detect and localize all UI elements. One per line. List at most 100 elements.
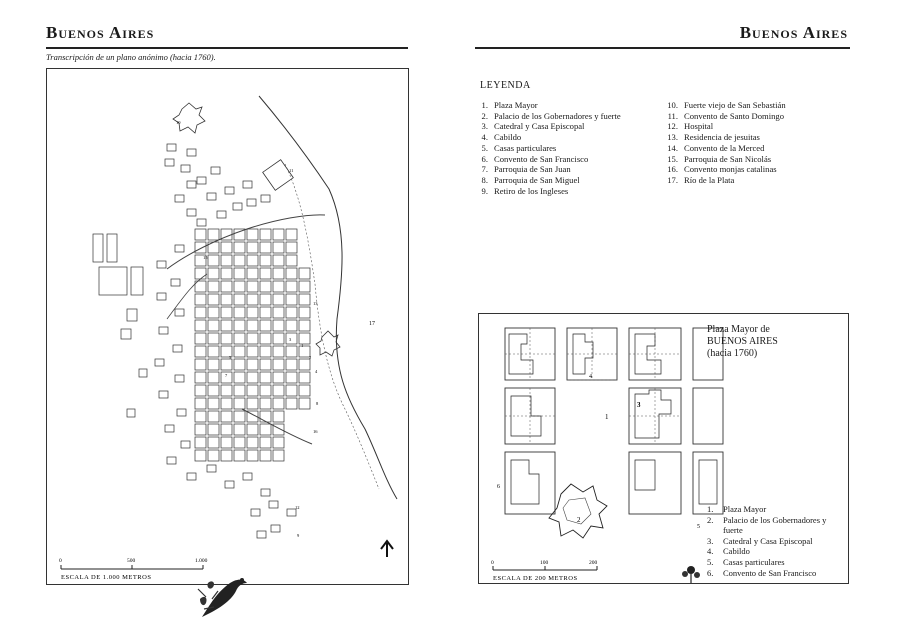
city-block	[272, 358, 285, 371]
legend-item: 6.Convento de San Francisco	[470, 154, 621, 165]
legend-item-number: 13.	[667, 132, 678, 143]
city-block	[194, 449, 207, 462]
city-block	[272, 423, 285, 436]
city-block	[246, 384, 259, 397]
city-block	[259, 358, 272, 371]
city-block	[233, 449, 246, 462]
old-fort-san-sebastian	[172, 102, 206, 134]
city-block	[246, 371, 259, 384]
legend-item-number: 3.	[707, 535, 714, 546]
city-block	[272, 267, 285, 280]
city-block	[216, 210, 227, 219]
city-block	[285, 332, 298, 345]
city-block	[298, 332, 311, 345]
city-blocks	[92, 143, 311, 539]
left-scale-bar: 0 500 1.000 ESCALA DE 1.000 METROS	[59, 558, 208, 581]
city-block	[194, 371, 207, 384]
legend-item-label: Plaza Mayor	[723, 504, 767, 514]
city-block	[242, 472, 253, 481]
plaza-label-3: 3	[637, 401, 641, 409]
city-block	[259, 410, 272, 423]
right-scale-bar: 0 100 200 ESCALA DE 200 METROS	[491, 560, 598, 582]
legend-item-label: Casas particulares	[494, 142, 557, 153]
city-block	[233, 306, 246, 319]
city-block	[285, 267, 298, 280]
city-block	[246, 332, 259, 345]
legend-item-number: 2.	[707, 514, 714, 525]
legend-item-label: Casas particulares	[723, 556, 785, 567]
legend-item: 6.Convento de San Francisco	[707, 568, 848, 579]
city-block	[220, 332, 233, 345]
city-block	[166, 456, 177, 465]
city-block	[170, 278, 181, 287]
city-block	[220, 306, 233, 319]
city-block	[259, 306, 272, 319]
city-block	[174, 308, 185, 317]
city-block	[246, 410, 259, 423]
legend-item-number: 1.	[481, 100, 488, 110]
legend-item-number: 16.	[667, 164, 678, 175]
legend-item: 11.Convento de Santo Domingo	[660, 111, 786, 122]
city-block	[272, 397, 285, 410]
plaza-title-line-2: BUENOS AIRES	[707, 336, 778, 347]
city-block	[207, 306, 220, 319]
city-block	[156, 260, 167, 269]
city-block	[130, 266, 144, 296]
city-block	[233, 384, 246, 397]
coastline-inner	[284, 163, 380, 490]
city-block	[246, 241, 259, 254]
city-block	[246, 423, 259, 436]
city-block	[285, 228, 298, 241]
plaza-label-5: 5	[697, 524, 700, 530]
plaza-courtyards	[505, 328, 681, 444]
city-block	[272, 436, 285, 449]
city-block	[220, 436, 233, 449]
legend-item: 4.Cabildo	[707, 546, 848, 557]
city-block	[176, 408, 187, 417]
city-block	[207, 254, 220, 267]
city-block	[220, 371, 233, 384]
legend-item-label: Convento de San Francisco	[723, 567, 817, 578]
city-block	[207, 423, 220, 436]
stream-west	[166, 273, 208, 320]
legend-item: 10.Fuerte viejo de San Sebastián	[660, 100, 785, 111]
city-block	[194, 423, 207, 436]
main-fort	[315, 330, 341, 357]
building-number: 15	[203, 255, 208, 260]
city-block	[233, 423, 246, 436]
legend-item-number: 2.	[481, 110, 488, 121]
city-block	[232, 202, 243, 211]
city-block	[272, 449, 285, 462]
plaza-map-title: Plaza Mayor de BUENOS AIRES (hacia 1760)	[707, 324, 778, 360]
building-number: 13	[313, 301, 318, 306]
legend-item-number: 14.	[667, 142, 678, 153]
city-block	[272, 293, 285, 306]
city-block	[272, 241, 285, 254]
legend-item-label: Convento de la Merced	[684, 142, 765, 153]
building-number: 10	[176, 120, 181, 125]
city-block	[220, 228, 233, 241]
city-block	[259, 319, 272, 332]
city-block	[210, 166, 221, 175]
city-block	[250, 508, 261, 517]
right-scale-label: ESCALA DE 200 METROS	[493, 575, 578, 582]
city-block	[246, 319, 259, 332]
legend-item-number: 1.	[707, 504, 714, 514]
right-scale-tick-0: 0	[491, 560, 494, 566]
legend-item-number: 3.	[481, 121, 488, 132]
city-block	[138, 368, 148, 378]
plaza-title-line-3: (hacia 1760)	[707, 348, 758, 359]
stream-south	[241, 408, 313, 445]
legend-item-number: 7.	[481, 164, 488, 175]
city-block	[186, 208, 197, 217]
legend-item: 5.Casas particulares	[470, 143, 621, 154]
plaza-label-6: 6	[497, 484, 500, 490]
city-block	[259, 280, 272, 293]
map-subtitle: Transcripción de un plano anónimo (hacia…	[46, 52, 216, 62]
legend-item-number: 15.	[667, 153, 678, 164]
building-number: 16	[313, 429, 318, 434]
city-block	[298, 319, 311, 332]
legend-item: 1.Plaza Mayor	[470, 100, 621, 111]
city-block	[285, 384, 298, 397]
